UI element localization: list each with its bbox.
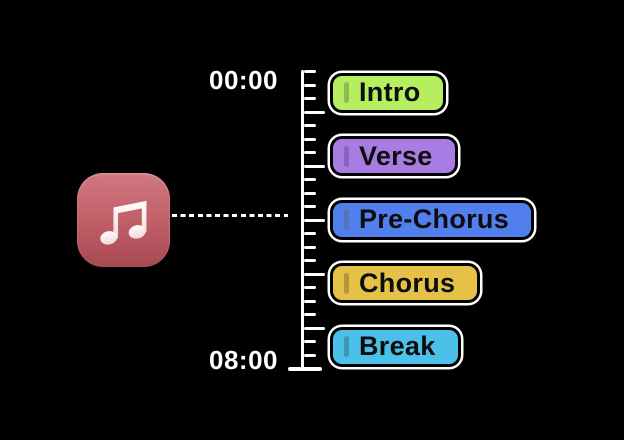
ruler-tick — [304, 191, 316, 195]
section-pill-break: Break — [330, 326, 461, 367]
music-note-icon — [99, 200, 146, 245]
ruler-tick — [304, 326, 325, 330]
ruler-tick — [304, 178, 316, 181]
ruler-tick — [304, 353, 316, 357]
section-pill-intro: Intro — [330, 72, 446, 113]
ruler-tick — [304, 218, 325, 222]
ruler-tick — [304, 313, 316, 316]
section-label: Pre-Chorus — [359, 204, 510, 234]
ruler-end-cap — [288, 367, 322, 371]
ruler-tick — [304, 97, 316, 100]
timeline-start-label: 00:00 — [209, 65, 278, 95]
ruler-tick — [304, 124, 316, 127]
section-marker-bar — [344, 82, 349, 103]
section-label: Break — [359, 331, 436, 361]
ruler-tick — [304, 245, 316, 249]
section-label: Chorus — [359, 267, 456, 298]
dashed-connector-line — [172, 214, 288, 217]
section-label: Verse — [359, 140, 433, 171]
timeline-end-label: 08:00 — [209, 345, 278, 375]
ruler-tick — [304, 299, 316, 303]
ruler-axis-line — [301, 70, 304, 371]
section-pill-pre-chorus: Pre-Chorus — [330, 199, 535, 240]
ruler-tick — [304, 272, 325, 276]
section-pill-verse: Verse — [330, 136, 458, 176]
ruler-tick — [304, 70, 316, 73]
music-app-icon — [77, 173, 170, 267]
ruler-tick — [304, 164, 325, 168]
section-marker-bar — [344, 145, 349, 167]
section-marker-bar — [344, 272, 349, 294]
ruler-tick — [304, 259, 316, 262]
ruler-tick — [304, 110, 325, 114]
section-label: Intro — [359, 77, 421, 107]
ruler-tick — [304, 83, 316, 87]
section-marker-bar — [344, 336, 349, 357]
ruler-tick — [304, 151, 316, 154]
ruler-tick — [304, 232, 316, 235]
ruler-tick — [304, 205, 316, 208]
section-pill-chorus: Chorus — [330, 263, 481, 303]
section-marker-bar — [344, 209, 349, 230]
ruler-tick — [304, 286, 316, 289]
ruler-tick — [304, 340, 316, 343]
ruler-tick — [304, 137, 316, 141]
